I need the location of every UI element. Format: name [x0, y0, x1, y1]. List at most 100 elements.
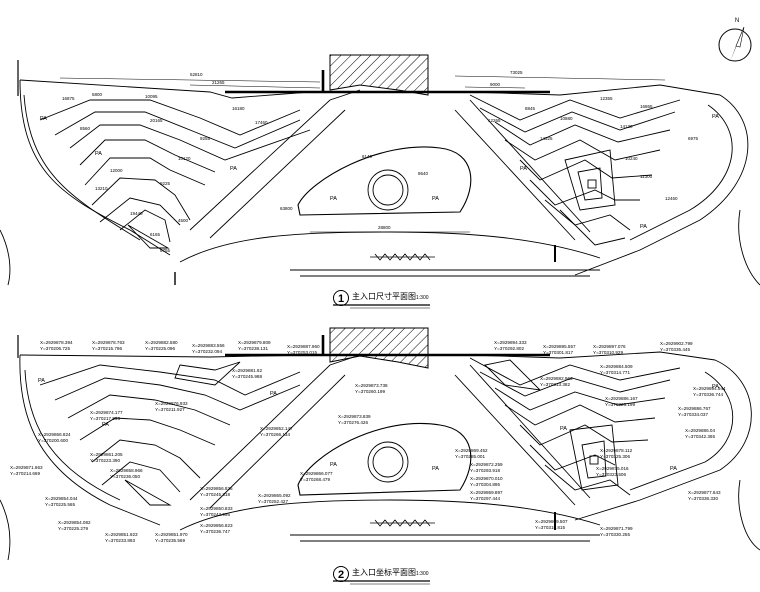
coordinate-label: X=2929851.970 Y=370235.569	[155, 532, 188, 543]
dim-label: 6165	[150, 232, 161, 237]
dim-label: 10120	[178, 156, 191, 161]
coordinate-text: X=2929852.147	[260, 426, 293, 431]
coordinate-text: Y=370225.096	[145, 346, 175, 351]
coordinate-text: Y=370285.001	[455, 454, 485, 459]
coordinate-text: Y=370245.318	[200, 492, 230, 497]
dim-label: 12355	[600, 96, 613, 101]
coordinate-text: X=2929871.799	[600, 526, 633, 531]
coordinate-text: Y=370323.506	[596, 472, 626, 477]
coordinate-label: X=2929878.394 Y=370206.725	[40, 340, 73, 351]
coordinate-text: X=2929876.933	[155, 401, 188, 406]
coordinate-text: X=2929856.836	[200, 486, 233, 491]
coordinate-text: X=2929883.556	[192, 343, 225, 348]
coordinate-text: X=2929856.823	[200, 523, 233, 528]
dim-label: 10095	[145, 94, 158, 99]
coordinate-text: X=2929886.767	[678, 406, 711, 411]
pa-label: PA	[230, 166, 237, 172]
pa-label: PA	[432, 196, 439, 202]
dim-label: 10880	[560, 116, 573, 121]
coordinate-label: X=2929882.580 Y=370225.096	[145, 340, 178, 351]
plan-1-number: 1	[338, 293, 344, 305]
coordinate-text: X=2929873.839	[338, 414, 371, 419]
coordinate-label: X=2929876.933 Y=370211.927	[155, 401, 188, 412]
coordinate-label: X=2929886.04 Y=370342.365	[685, 428, 715, 439]
coordinate-text: X=2929871.663	[10, 465, 43, 470]
dim-label: 11300	[640, 174, 653, 179]
coordinate-label: X=2929871.799 Y=370330.255	[600, 526, 633, 537]
coordinate-text: Y=370235.569	[155, 538, 185, 543]
plan-2-title: 主入口坐标平面图	[352, 567, 416, 577]
coordinate-text: Y=370245.988	[232, 374, 262, 379]
dim-label: 14325	[540, 136, 553, 141]
coordinate-text: X=2929886.167	[605, 396, 638, 401]
coordinate-text: X=2929869.507	[535, 519, 568, 524]
coordinate-text: Y=370268.479	[300, 477, 330, 482]
building-hatch-block	[329, 327, 429, 369]
coordinate-label: X=2929850.833 Y=370243.995	[200, 506, 233, 517]
coordinate-text: X=2929879.809	[238, 340, 271, 345]
coordinate-text: X=2929851.923	[105, 532, 138, 537]
dim-label: 6140	[362, 154, 373, 159]
dim-label: 12460	[665, 196, 678, 201]
plan-1-dimension-labels: 52810 21265 73025 9000 28800 16875 5800 …	[40, 70, 719, 253]
coordinate-text: Y=370304.895	[470, 482, 500, 487]
dim-label: 6755	[160, 248, 171, 253]
coordinate-text: Y=370215.796	[92, 346, 122, 351]
dim-label: 13210	[95, 186, 108, 191]
coordinate-text: Y=370310.929	[593, 350, 623, 355]
dim-label: 8845	[525, 106, 536, 111]
coordinate-label: X=2929866.077 Y=370268.479	[300, 471, 333, 482]
pa-label: PA	[640, 224, 647, 230]
coordinate-text: X=2929851.970	[155, 532, 188, 537]
dim-label: 5800	[92, 92, 103, 97]
plan-1-caption: 1 主入口尺寸平面图 1:300	[333, 290, 430, 309]
dim-label: 12265	[488, 118, 501, 123]
coordinate-label: X=2929851.923 Y=370233.893	[105, 532, 138, 543]
plan-1-title: 主入口尺寸平面图	[352, 291, 416, 301]
coordinate-label: X=2929856.836 Y=370245.318	[200, 486, 233, 497]
pa-label: PA	[712, 114, 719, 120]
north-label: N	[735, 18, 739, 24]
coordinate-text: Y=370292.802	[494, 346, 524, 351]
coordinate-text: X=2929882.963	[540, 376, 573, 381]
coordinate-text: Y=370214.669	[10, 471, 40, 476]
coordinate-text: X=2929877.643	[688, 490, 721, 495]
pa-label: PA	[520, 166, 527, 172]
coordinate-text: Y=370293.918	[470, 468, 500, 473]
coordinate-text: X=2929854.044	[45, 496, 78, 501]
coordinate-label: X=2929870.010 Y=370304.895	[470, 476, 503, 487]
coordinate-text: Y=370342.365	[685, 434, 715, 439]
dim-label: 20165	[150, 118, 163, 123]
dim-label: 4500	[178, 218, 189, 223]
coordinate-label: X=2929878.112 Y=370325.306	[600, 448, 633, 459]
pa-label: PA	[330, 196, 337, 202]
coordinate-text: X=2929873.738	[355, 383, 388, 388]
coordinate-text: Y=370200.600	[38, 438, 68, 443]
coordinate-text: Y=370211.927	[155, 407, 185, 412]
coordinate-text: X=2929878.763	[92, 340, 125, 345]
coordinate-label: X=2929858.966 Y=370236.050	[110, 468, 143, 479]
coordinate-text: Y=370330.255	[600, 532, 630, 537]
pa-label: PA	[670, 466, 677, 472]
coordinate-text: Y=370252.427	[258, 499, 288, 504]
coordinate-text: X=2929869.897	[470, 490, 503, 495]
dim-label: 73025	[510, 70, 523, 75]
coordinate-label: X=2929879.809 Y=370238.131	[238, 340, 271, 351]
coordinate-label: X=2929882.963 Y=370313.382	[540, 376, 573, 387]
plan-2-coordinate-plan	[0, 327, 760, 561]
coordinate-text: X=2929878.394	[40, 340, 73, 345]
coordinate-text: Y=370325.306	[600, 454, 630, 459]
coordinate-label: X=2929873.738 Y=370260.199	[355, 383, 388, 394]
pa-label: PA	[270, 391, 277, 397]
coordinate-label: X=2929854.082 Y=370225.279	[58, 520, 91, 531]
pa-label: PA	[38, 378, 45, 384]
building-hatch-block	[329, 54, 429, 96]
coordinate-text: Y=370301.817	[543, 350, 573, 355]
coordinate-text: X=2929886.04	[685, 428, 715, 433]
coordinate-label: X=2929883.556 Y=370232.094	[192, 343, 225, 354]
plan-2-coordinate-labels: X=2929878.394 Y=370206.725 X=2929878.763…	[10, 340, 726, 543]
coordinate-text: Y=370236.747	[200, 529, 230, 534]
coordinate-text: X=2929866.077	[300, 471, 333, 476]
coordinate-text: Y=370266.134	[260, 432, 290, 437]
pa-label: PA	[560, 426, 567, 432]
